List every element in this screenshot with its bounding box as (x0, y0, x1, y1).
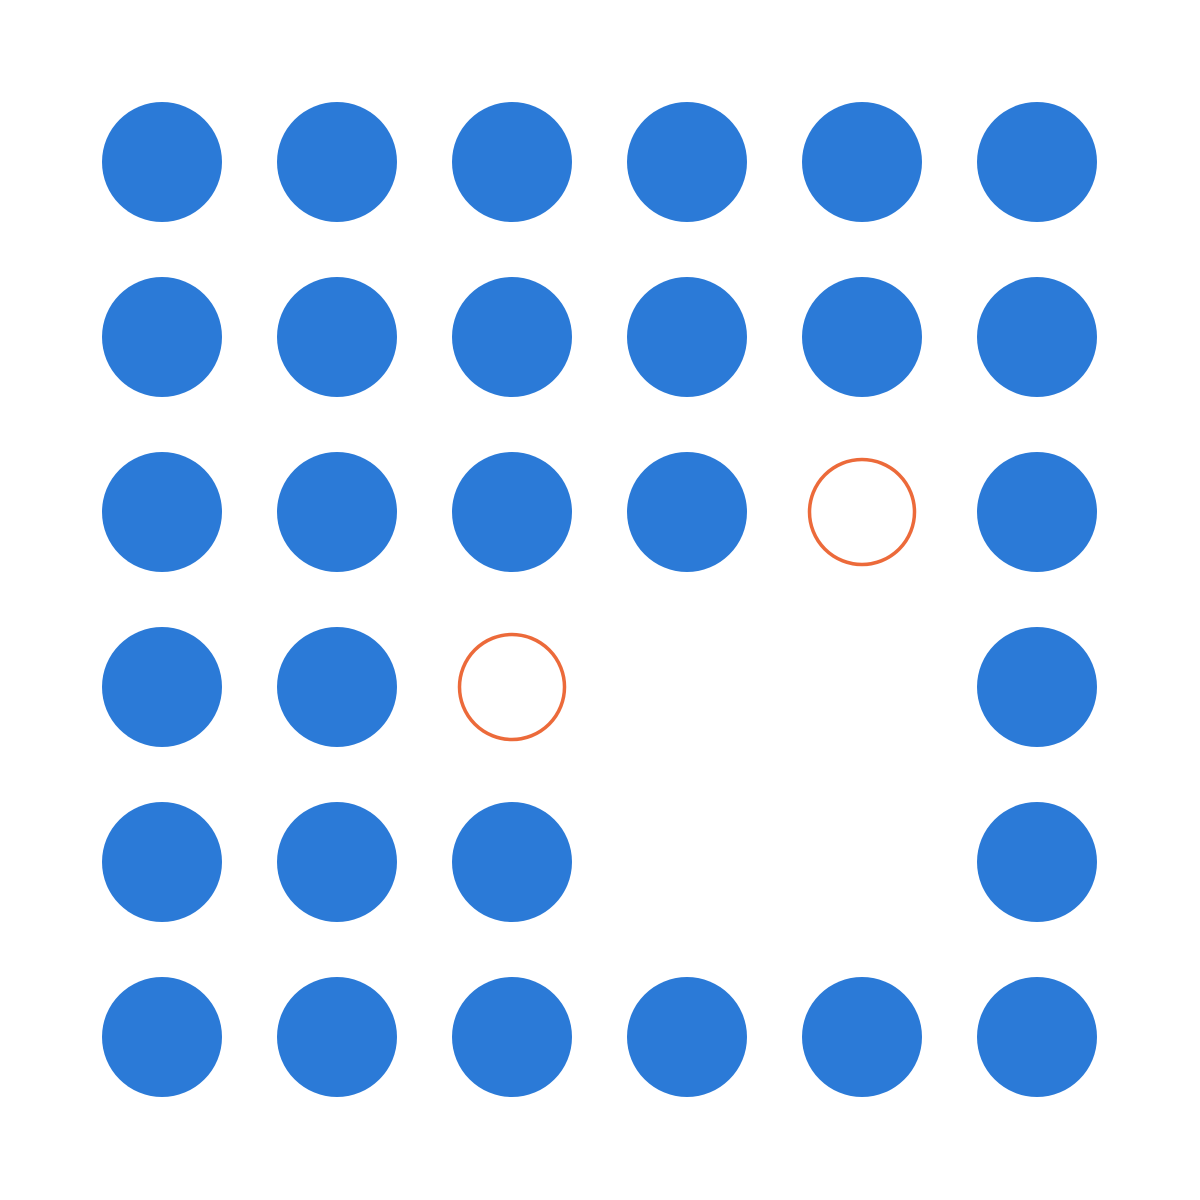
dots-layer (102, 102, 1097, 1097)
filled-dot (627, 452, 747, 572)
filled-dot (627, 277, 747, 397)
hollow-dot (457, 632, 567, 742)
filled-dot (102, 977, 222, 1097)
filled-dot (102, 452, 222, 572)
filled-dot (102, 627, 222, 747)
filled-dot (277, 627, 397, 747)
filled-dot (277, 802, 397, 922)
filled-dot (277, 102, 397, 222)
filled-dot (452, 277, 572, 397)
filled-dot (977, 802, 1097, 922)
filled-dot (452, 452, 572, 572)
filled-dot (977, 277, 1097, 397)
hollow-dot (807, 457, 917, 567)
filled-dot (102, 102, 222, 222)
filled-dot (977, 452, 1097, 572)
filled-dot (102, 802, 222, 922)
filled-dot (452, 802, 572, 922)
filled-dot (802, 277, 922, 397)
filled-dot (627, 102, 747, 222)
filled-dot (452, 977, 572, 1097)
filled-dot (977, 977, 1097, 1097)
filled-dot (277, 977, 397, 1097)
filled-dot (977, 627, 1097, 747)
filled-dot (277, 452, 397, 572)
filled-dot (627, 977, 747, 1097)
filled-dot (802, 977, 922, 1097)
filled-dot (802, 102, 922, 222)
filled-dot (452, 102, 572, 222)
filled-dot (977, 102, 1097, 222)
filled-dot (102, 277, 222, 397)
filled-dot (277, 277, 397, 397)
